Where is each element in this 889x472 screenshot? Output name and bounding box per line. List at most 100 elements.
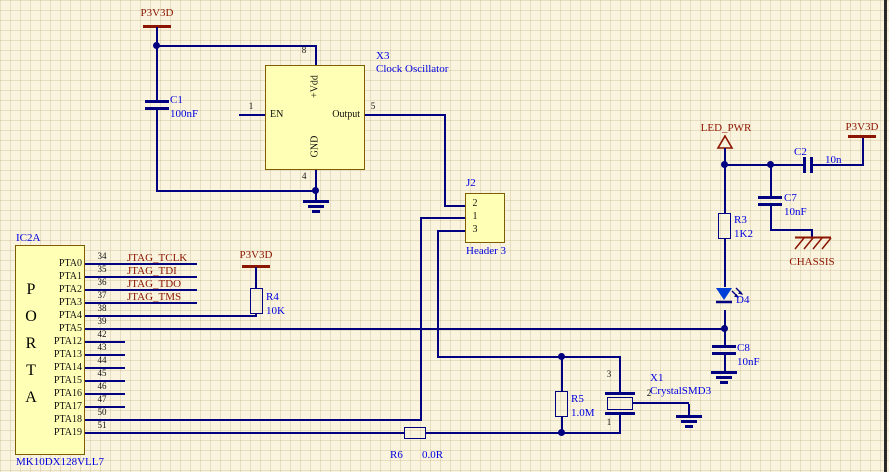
capacitor-c1-symbol[interactable] (145, 107, 169, 110)
resistor-r4-body[interactable] (250, 288, 263, 314)
wire[interactable] (420, 217, 422, 421)
wire[interactable] (862, 137, 864, 166)
wire[interactable] (724, 330, 726, 346)
net-label-jtag[interactable]: JTAG_TDI (127, 265, 177, 277)
wire[interactable] (156, 190, 317, 192)
oscillator-body[interactable] (265, 65, 365, 170)
capacitor-c7-value[interactable]: 10nF (784, 206, 807, 218)
wire[interactable] (125, 328, 725, 330)
wire[interactable] (811, 229, 813, 237)
capacitor-c2-value[interactable]: 10n (825, 154, 842, 166)
crystal-x1-comment[interactable]: CrystalSMD3 (650, 385, 712, 397)
crystal-x1-designator[interactable]: X1 (650, 372, 664, 384)
capacitor-c7-symbol[interactable] (758, 196, 782, 199)
wire[interactable] (255, 267, 257, 288)
wire[interactable] (725, 164, 804, 166)
net-label-jtag[interactable]: JTAG_TDO (127, 278, 182, 290)
ground-symbol[interactable] (685, 425, 693, 428)
ground-symbol[interactable] (716, 376, 732, 379)
wire[interactable] (444, 205, 466, 207)
ic-pin-stub[interactable] (85, 315, 125, 317)
wire[interactable] (156, 110, 158, 192)
power-bar-p3v3d-right[interactable] (848, 135, 876, 138)
wire[interactable] (420, 217, 465, 219)
ground-symbol[interactable] (688, 404, 690, 415)
resistor-r5-body[interactable] (555, 391, 568, 417)
ground-symbol[interactable] (676, 415, 702, 418)
ground-symbol[interactable] (308, 205, 324, 208)
resistor-r6-value[interactable]: 0.0R (422, 449, 444, 461)
wire[interactable] (770, 206, 772, 231)
resistor-r3-body[interactable] (718, 213, 731, 239)
capacitor-c7-symbol[interactable] (758, 203, 782, 206)
capacitor-c1-value[interactable]: 100nF (170, 108, 199, 120)
wire[interactable] (619, 415, 621, 434)
wire[interactable] (365, 114, 446, 116)
ic-pin-stub[interactable] (85, 380, 125, 382)
wire[interactable] (125, 315, 256, 317)
resistor-r6-designator[interactable]: R6 (390, 449, 403, 461)
capacitor-c2-symbol[interactable] (810, 157, 813, 173)
wire[interactable] (125, 276, 197, 278)
wire[interactable] (619, 357, 621, 393)
oscillator-designator[interactable]: X3 (376, 50, 390, 62)
oscillator-comment[interactable]: Clock Oscillator (376, 63, 449, 75)
net-label-jtag[interactable]: JTAG_TMS (127, 291, 182, 303)
wire[interactable] (315, 45, 317, 67)
wire[interactable] (125, 289, 197, 291)
ic-pin-stub[interactable] (85, 289, 125, 291)
power-label-led-pwr[interactable]: LED_PWR (700, 122, 752, 134)
power-label-p3v3d-top[interactable]: P3V3D (140, 7, 174, 19)
capacitor-c8-symbol[interactable] (712, 345, 736, 348)
net-label-jtag[interactable]: JTAG_TCLK (127, 252, 188, 264)
resistor-r4-value[interactable]: 10K (266, 305, 285, 317)
ic-pin-stub[interactable] (85, 406, 125, 408)
wire[interactable] (437, 356, 621, 358)
ic-pin-stub[interactable] (85, 354, 125, 356)
led-d4-designator[interactable]: D4 (736, 294, 750, 306)
resistor-r3-value[interactable]: 1K2 (734, 228, 753, 240)
capacitor-c2-designator[interactable]: C2 (794, 146, 807, 158)
resistor-r4-designator[interactable]: R4 (266, 291, 279, 303)
capacitor-c8-value[interactable]: 10nF (737, 356, 760, 368)
power-bar-p3v3d-top[interactable] (143, 25, 171, 28)
header-designator[interactable]: J2 (466, 177, 476, 189)
wire[interactable] (156, 27, 158, 46)
resistor-r5-designator[interactable]: R5 (571, 393, 584, 405)
ic-pin-stub[interactable] (85, 432, 125, 434)
wire[interactable] (770, 166, 772, 197)
wire[interactable] (561, 417, 563, 433)
led-d4-symbol[interactable] (710, 286, 744, 312)
wire[interactable] (426, 432, 621, 434)
ground-symbol[interactable] (303, 200, 329, 203)
wire[interactable] (315, 170, 317, 192)
wire[interactable] (156, 45, 158, 101)
wire[interactable] (724, 310, 726, 330)
ic-pin-stub[interactable] (85, 263, 125, 265)
wire[interactable] (437, 230, 465, 232)
ground-symbol[interactable] (312, 210, 320, 213)
capacitor-c1-designator[interactable]: C1 (170, 94, 183, 106)
capacitor-c2-symbol[interactable] (803, 157, 806, 173)
crystal-x1-symbol[interactable] (605, 392, 635, 395)
ic-pin-stub[interactable] (85, 341, 125, 343)
capacitor-c8-symbol[interactable] (712, 352, 736, 355)
wire[interactable] (561, 357, 563, 391)
resistor-r6-body[interactable] (404, 427, 426, 439)
chassis-ground-symbol[interactable] (792, 236, 834, 252)
wire[interactable] (813, 164, 864, 166)
ground-symbol[interactable] (315, 192, 317, 200)
ic-pin-stub[interactable] (85, 367, 125, 369)
ic-designator[interactable]: IC2A (16, 232, 41, 244)
ground-symbol[interactable] (711, 371, 737, 374)
wire[interactable] (125, 263, 197, 265)
ic-pin-stub[interactable] (85, 393, 125, 395)
wire[interactable] (724, 148, 726, 214)
ic-body[interactable] (15, 245, 85, 455)
wire[interactable] (156, 45, 317, 47)
wire[interactable] (125, 432, 404, 434)
chassis-label[interactable]: CHASSIS (789, 256, 835, 268)
wire[interactable] (125, 302, 197, 304)
wire[interactable] (724, 355, 726, 371)
ground-symbol[interactable] (720, 381, 728, 384)
